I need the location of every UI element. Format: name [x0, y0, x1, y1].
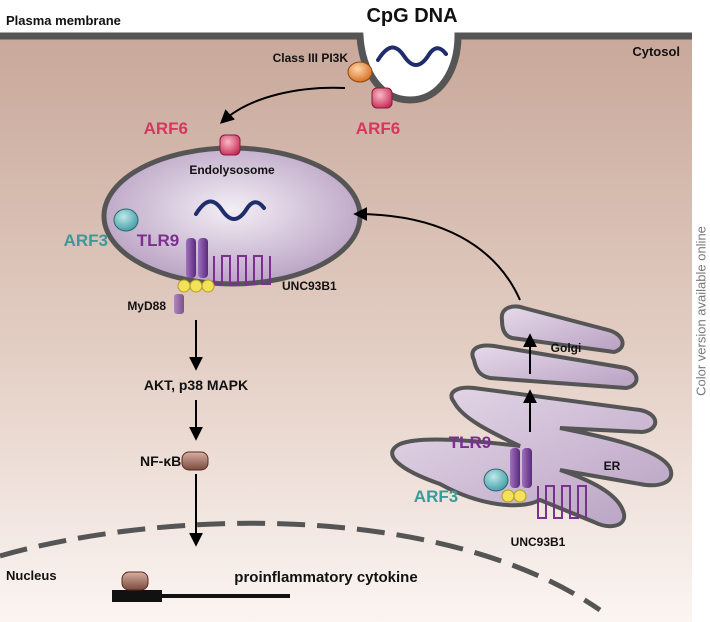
nfkb-nucleus-bead: [121, 571, 149, 591]
cytosol-label: Cytosol: [632, 44, 680, 59]
arf3-er-bead: [483, 468, 509, 492]
tlr9-er-left: [510, 448, 520, 488]
myd88-dot-1: [177, 279, 191, 293]
pi3k-label: Class III PI3K: [273, 51, 349, 65]
arf6-endo-bead: [219, 134, 241, 156]
tlr9-er-label: TLR9: [449, 433, 492, 452]
myd88-er-dot-2: [513, 489, 527, 503]
unc93b1-er: [537, 485, 587, 519]
plasma-membrane-label: Plasma membrane: [6, 13, 121, 28]
side-note: Color version available online: [692, 0, 710, 622]
er-label: ER: [604, 459, 621, 473]
unc93b1-endo-label: UNC93B1: [282, 279, 337, 293]
myd88-dot-2: [189, 279, 203, 293]
nucleus-label: Nucleus: [6, 568, 57, 583]
tlr9-endo-right: [198, 238, 208, 278]
myd88-er-dot-1: [501, 489, 515, 503]
arf6-endo-label: ARF6: [144, 119, 188, 138]
side-note-text: Color version available online: [693, 226, 709, 396]
arf3-endo-bead: [113, 208, 139, 232]
unc93b1-er-label: UNC93B1: [511, 535, 566, 549]
nuclear-envelope: [0, 520, 602, 613]
promoter-block: [112, 590, 162, 602]
golgi-label: Golgi: [551, 341, 582, 355]
nfkb-bead: [181, 451, 209, 471]
nfkb-label: NF-κB: [140, 453, 181, 469]
arf3-er-label: ARF3: [414, 487, 458, 506]
cytokine-label: proinflammatory cytokine: [234, 569, 417, 586]
pi3k-bead: [347, 61, 373, 83]
arf6-vesicle-label: ARF6: [356, 119, 400, 138]
arf3-endo-label: ARF3: [64, 231, 108, 250]
myd88-label: MyD88: [127, 299, 166, 313]
tlr9-endo-left: [186, 238, 196, 278]
endolysosome-label: Endolysosome: [189, 163, 275, 177]
plasma-membrane: [0, 32, 692, 104]
arrow-golgi-to-endo: [353, 207, 521, 301]
title: CpG DNA: [366, 5, 457, 27]
cpg-dna-endo: [194, 199, 266, 221]
tlr9-er-right: [522, 448, 532, 488]
arrow-vesicle-to-endo: [219, 86, 346, 124]
myd88-dot-3: [201, 279, 215, 293]
cpg-dna-vesicle: [376, 45, 448, 67]
arf6-vesicle-bead: [371, 87, 393, 109]
akt-label: AKT, p38 MAPK: [144, 377, 248, 393]
unc93b1-endo: [213, 255, 271, 285]
golgi-cisterna-middle: [470, 343, 639, 391]
tlr9-endo-label: TLR9: [137, 231, 180, 250]
myd88-bead: [174, 294, 184, 314]
